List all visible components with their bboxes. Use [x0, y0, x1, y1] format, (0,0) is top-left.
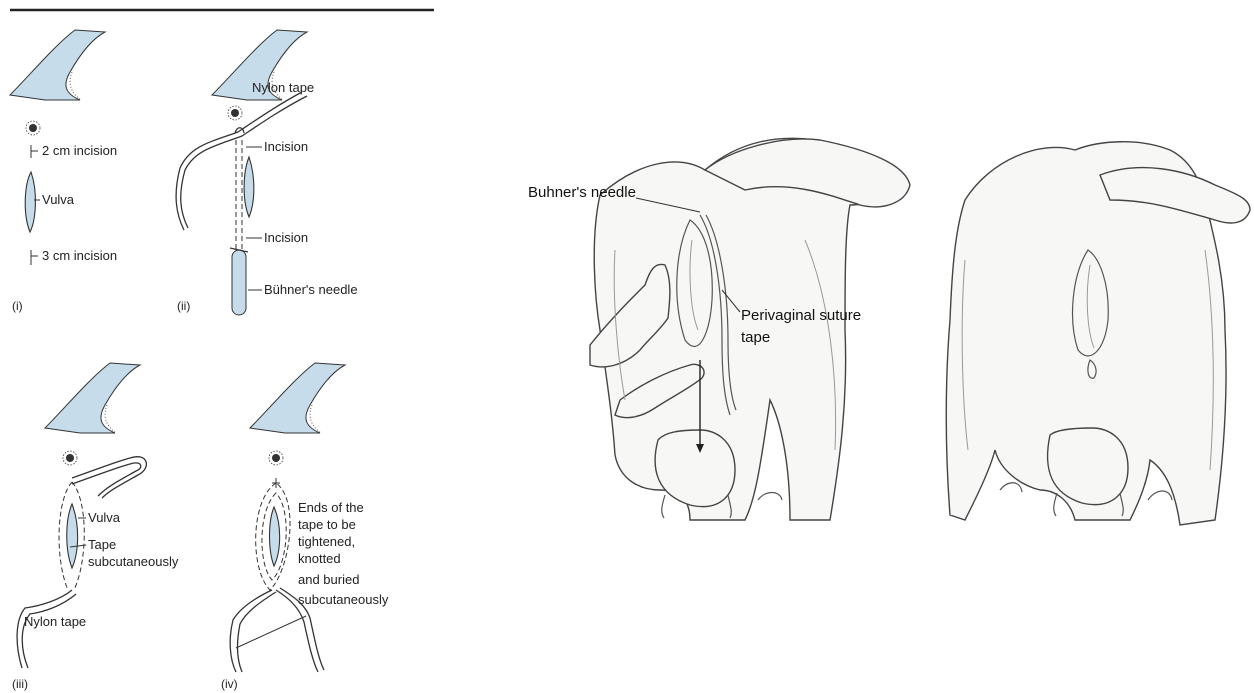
label-ends-line1: Ends of the — [298, 500, 364, 515]
label-ends-line3: tightened, — [298, 534, 355, 549]
anus-icon — [231, 109, 239, 117]
label-tape: Tape — [88, 537, 116, 552]
tail-shape — [250, 363, 345, 433]
label-3cm-incision: 3 cm incision — [42, 248, 117, 263]
vulva-shape — [67, 504, 78, 568]
panel-ii: Nylon tape Incision Incision Bühner's ne… — [176, 30, 357, 315]
anus-icon — [66, 454, 74, 462]
label-ends-line2: tape to be — [298, 517, 356, 532]
label-ends-line4: knotted — [298, 551, 341, 566]
panel-i: 2 cm incision Vulva 3 cm incision (i) — [10, 30, 117, 313]
label-incision-top: Incision — [264, 139, 308, 154]
vulva-shape — [244, 157, 254, 217]
panel-number: (i) — [12, 299, 23, 313]
label-nylon-tape: Nylon tape — [24, 614, 86, 629]
label-2cm-incision: 2 cm incision — [42, 143, 117, 158]
buhners-needle — [232, 250, 246, 315]
label-vulva: Vulva — [88, 510, 121, 525]
cow-rear-with-needle: Buhner's needle Perivaginal suture tape — [528, 138, 910, 520]
label-nylon-tape: Nylon tape — [252, 80, 314, 95]
label-incision-bottom: Incision — [264, 230, 308, 245]
label-ends-line5: and buried — [298, 572, 359, 587]
anus-icon — [272, 454, 280, 462]
nylon-tape — [181, 96, 307, 228]
panel-iv: Ends of the tape to be tightened, knotte… — [221, 363, 389, 691]
label-tape: tape — [741, 329, 770, 346]
vulva-shape — [270, 507, 280, 566]
panel-number: (iv) — [221, 677, 238, 691]
tail-shape — [10, 30, 105, 100]
cow-rear-sutured — [946, 142, 1250, 525]
label-vulva: Vulva — [42, 192, 75, 207]
label-ends-line6: subcutaneously — [298, 592, 389, 607]
label-buhners-needle: Buhner's needle — [528, 184, 636, 201]
vulva-shape — [25, 172, 35, 232]
panel-number: (iii) — [12, 677, 28, 691]
tape-ends — [230, 590, 272, 672]
tail-shape — [45, 363, 140, 433]
panel-number: (ii) — [177, 299, 190, 313]
anus-icon — [29, 124, 37, 132]
label-subcutaneously: subcutaneously — [88, 554, 179, 569]
label-buhners-needle: Bühner's needle — [264, 282, 358, 297]
cow-udder — [655, 430, 735, 507]
nylon-tape — [17, 590, 72, 668]
label-perivaginal-suture: Perivaginal suture — [741, 307, 861, 324]
panel-iii: Vulva Tape subcutaneously Nylon tape (ii… — [12, 363, 179, 691]
